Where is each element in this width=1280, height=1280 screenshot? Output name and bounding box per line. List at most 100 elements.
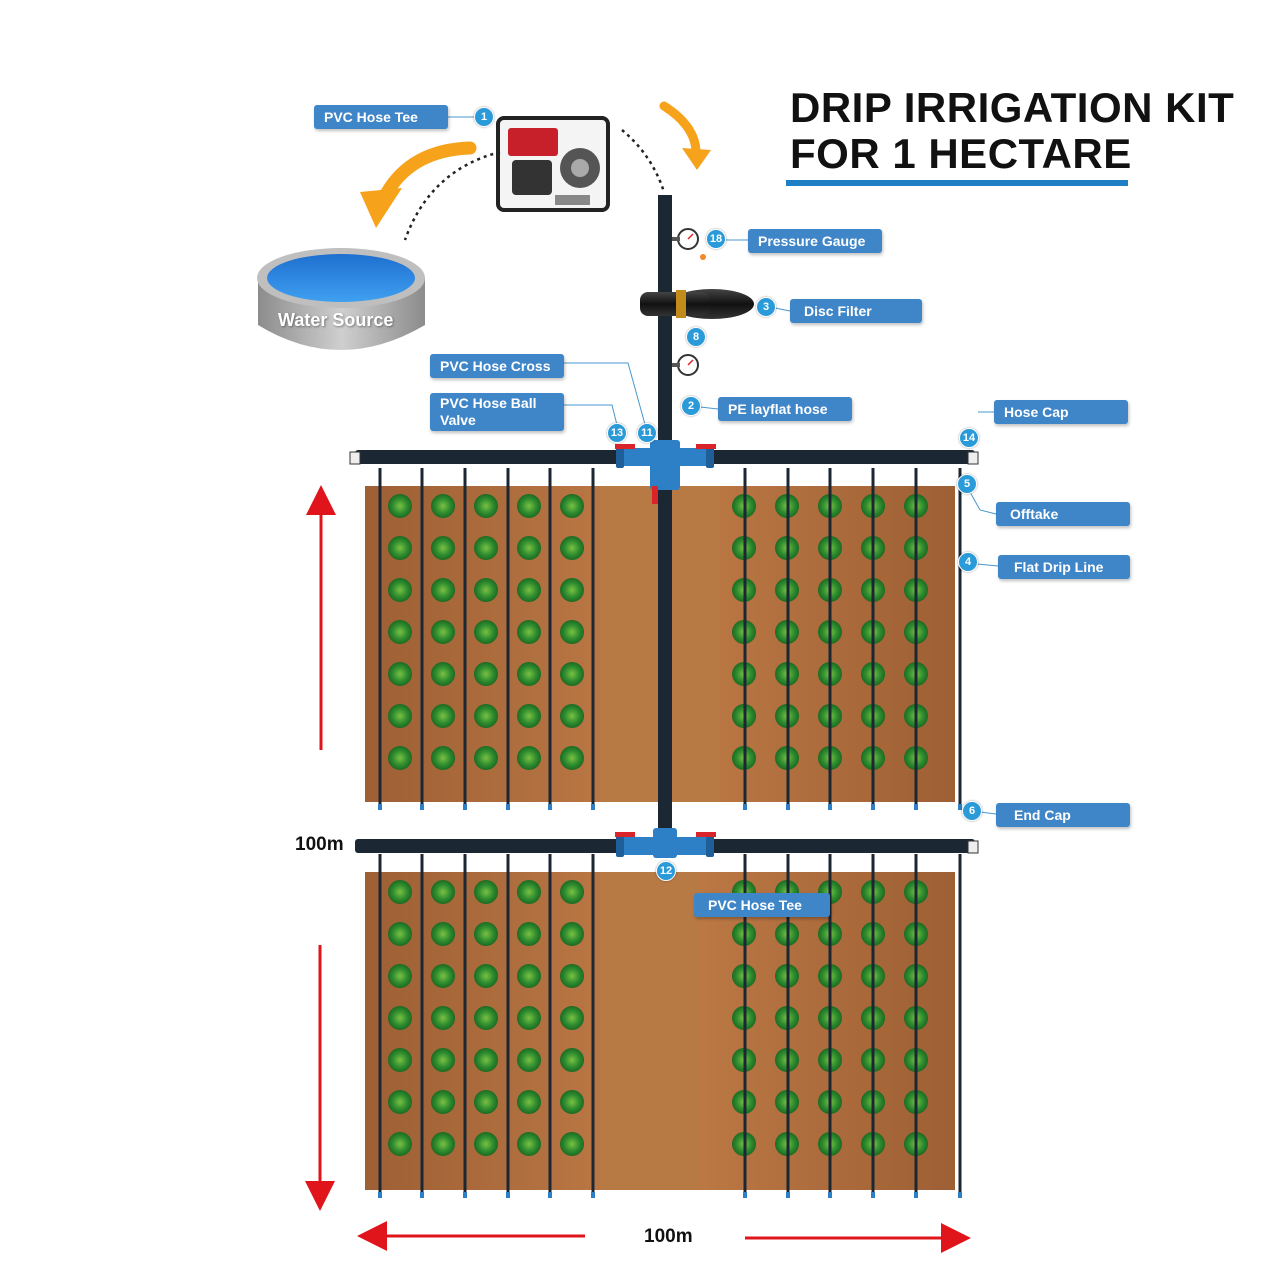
crop-plant xyxy=(517,704,541,728)
crop-plant xyxy=(560,704,584,728)
callout-label-pvc-hose-ball-valve: PVC Hose Ball Valve xyxy=(430,393,564,431)
crop-plant xyxy=(388,578,412,602)
pvc-hose-cross-fitting xyxy=(616,440,714,490)
crop-plant xyxy=(560,1132,584,1156)
crop-plant xyxy=(474,880,498,904)
callout-label-pvc-hose-tee-bottom: PVC Hose Tee xyxy=(694,893,830,917)
crop-plant xyxy=(517,662,541,686)
offtake-red-tag xyxy=(652,486,658,504)
flat-drip-line xyxy=(828,854,832,1192)
crop-plant xyxy=(517,880,541,904)
flat-drip-line xyxy=(958,854,962,1192)
flat-drip-line xyxy=(420,854,424,1192)
crop-plant xyxy=(517,964,541,988)
flat-drip-line xyxy=(786,854,790,1192)
ball-valve-top-left xyxy=(615,444,635,449)
flat-drip-line xyxy=(378,468,382,804)
end-cap-fitting xyxy=(914,804,918,810)
flat-drip-line xyxy=(871,468,875,804)
field-bottom-center-path xyxy=(600,872,700,1190)
pressure-gauge-lower-icon xyxy=(672,354,699,376)
flow-dashed-right xyxy=(621,129,666,193)
callout-leader-lines xyxy=(448,116,999,815)
diagram-title-line2: FOR 1 HECTARE xyxy=(790,130,1132,177)
crop-plant xyxy=(474,1048,498,1072)
crop-plant xyxy=(388,494,412,518)
end-cap-fitting xyxy=(548,804,552,810)
badge-2: 2 xyxy=(681,396,701,416)
crop-plant xyxy=(474,620,498,644)
crop-plant xyxy=(388,1006,412,1030)
crop-plant xyxy=(474,536,498,560)
flat-drip-line xyxy=(914,468,918,804)
end-cap-fitting xyxy=(958,1192,962,1198)
crop-plant xyxy=(431,746,455,770)
end-cap-fitting xyxy=(871,1192,875,1198)
crop-plant xyxy=(517,536,541,560)
end-cap-fitting xyxy=(506,1192,510,1198)
crop-plant xyxy=(388,662,412,686)
flat-drip-line xyxy=(506,468,510,804)
crop-plant xyxy=(388,620,412,644)
crop-plant xyxy=(388,880,412,904)
crop-plant xyxy=(517,620,541,644)
badge-18: 18 xyxy=(706,229,726,249)
end-cap-fitting xyxy=(786,804,790,810)
crop-plant xyxy=(388,1048,412,1072)
callout-label-hose-cap: Hose Cap xyxy=(994,400,1128,424)
end-cap-fitting xyxy=(786,1192,790,1198)
end-cap-fitting xyxy=(591,1192,595,1198)
crop-plant xyxy=(431,536,455,560)
crop-plant xyxy=(431,704,455,728)
diagram-title-line1: DRIP IRRIGATION KIT xyxy=(790,84,1235,131)
crop-plant xyxy=(388,536,412,560)
crop-plant xyxy=(517,578,541,602)
badge-11: 11 xyxy=(637,423,657,443)
crop-plant xyxy=(560,1048,584,1072)
end-cap-fitting xyxy=(378,804,382,810)
flow-arrow-to-source xyxy=(360,141,477,228)
crop-plant xyxy=(431,1048,455,1072)
end-cap-fitting xyxy=(958,804,962,810)
flat-drip-line xyxy=(591,468,595,804)
crop-plant xyxy=(431,964,455,988)
crop-plant xyxy=(560,620,584,644)
badge-12: 12 xyxy=(656,861,676,881)
crop-plant xyxy=(560,746,584,770)
end-cap-fitting xyxy=(828,1192,832,1198)
flow-arrow-to-mainline xyxy=(659,101,711,170)
crop-plant xyxy=(431,1132,455,1156)
pvc-hose-tee-fitting xyxy=(615,828,716,858)
crop-plant xyxy=(474,494,498,518)
badge-5: 5 xyxy=(957,474,977,494)
crop-plant xyxy=(431,578,455,602)
badge-3: 3 xyxy=(756,297,776,317)
end-cap-fitting xyxy=(420,1192,424,1198)
crop-plant xyxy=(560,922,584,946)
flat-drip-line xyxy=(548,468,552,804)
callout-label-flat-drip-line: Flat Drip Line xyxy=(998,555,1130,579)
end-cap-fitting xyxy=(463,804,467,810)
crop-plant xyxy=(474,922,498,946)
disc-filter-unit xyxy=(640,289,754,319)
end-cap-fitting xyxy=(914,1192,918,1198)
crop-plant xyxy=(560,494,584,518)
water-pump-icon xyxy=(496,116,610,212)
crop-plant xyxy=(560,964,584,988)
end-cap-fitting xyxy=(506,804,510,810)
crop-plant xyxy=(474,964,498,988)
flat-drip-line xyxy=(463,854,467,1192)
flat-drip-line xyxy=(743,468,747,804)
length-dimension-label: 100m xyxy=(295,834,344,855)
crop-plant xyxy=(517,1132,541,1156)
badge-4: 4 xyxy=(958,552,978,572)
ball-valve-top-right xyxy=(696,444,716,449)
end-cap-fitting xyxy=(871,804,875,810)
title-underline xyxy=(786,180,1128,186)
crop-plant xyxy=(388,964,412,988)
end-cap-fitting xyxy=(828,804,832,810)
crop-plant xyxy=(560,578,584,602)
crop-plant xyxy=(560,662,584,686)
crop-plant xyxy=(388,1090,412,1114)
